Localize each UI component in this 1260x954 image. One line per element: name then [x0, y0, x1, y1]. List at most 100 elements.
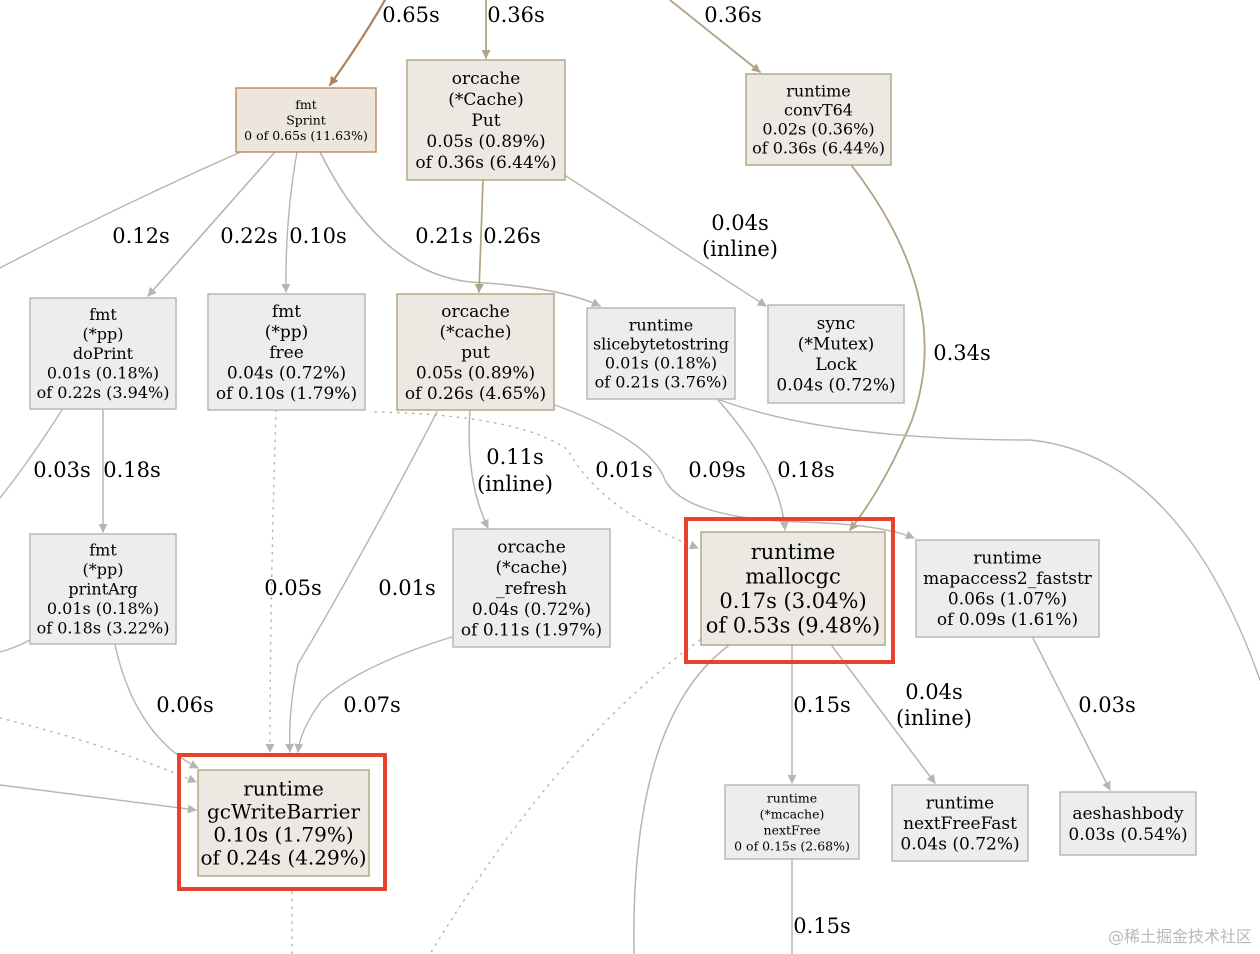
node-text-line: of 0.22s (3.94%) — [37, 383, 170, 402]
highlight-box-mallocgc — [684, 517, 895, 664]
edge-label-sprint-offscreen: 0.12s — [112, 224, 170, 248]
node-text-line: of 0.21s (3.76%) — [595, 373, 728, 392]
node-text-line: Lock — [815, 355, 857, 375]
edge-label-cacheput-lock-1: 0.04s — [711, 211, 769, 235]
node-text-line: 0.01s (0.18%) — [47, 599, 159, 618]
edge-put-mapaccess — [554, 404, 915, 540]
edge-cacheput-lock — [565, 175, 767, 307]
node-text-line: put — [461, 343, 490, 363]
node-text-line: runtime — [243, 777, 324, 801]
node-text-line: nextFreeFast — [903, 814, 1017, 834]
edge-label-mallocgc-nextfree: 0.15s — [793, 693, 851, 717]
node-text-line: 0.05s (0.89%) — [426, 132, 545, 152]
edge-label-nextfree-offscreen: 0.15s — [793, 914, 851, 938]
edge-label-mallocgc-nextfreefast-1: 0.04s — [905, 680, 963, 704]
node-text-line: 0.04s (0.72%) — [472, 600, 591, 620]
edge-label-printarg-gcwritebarrier: 0.06s — [156, 693, 214, 717]
node-text-line: 0.04s (0.72%) — [900, 835, 1019, 855]
node-text-line: 0.04s (0.72%) — [776, 376, 895, 396]
node-text-line: orcache — [441, 302, 510, 322]
node-text-line: runtime — [926, 794, 994, 814]
node-text-line: aeshashbody — [1072, 804, 1184, 824]
edge-sprint-free — [281, 151, 298, 293]
edge-label-doprint-offscreen: 0.03s — [33, 458, 91, 482]
node-text-line: Put — [471, 111, 500, 131]
node-text-line: 0.02s (0.36%) — [762, 120, 874, 139]
edge-label-convt64-mallocgc: 0.34s — [933, 341, 991, 365]
node-text-line: of 0.36s (6.44%) — [752, 139, 885, 158]
node-text-line: runtime — [786, 82, 850, 101]
edge-label-put-refresh-2: (inline) — [477, 472, 553, 496]
node-text-line: of 0.53s (9.48%) — [706, 614, 880, 638]
node-text-line: mapaccess2_faststr — [923, 569, 1093, 589]
edge-mapaccess-aeshashbody — [1032, 637, 1111, 791]
edge-convt64-mallocgc — [849, 165, 926, 531]
node-text-line: fmt — [89, 305, 117, 324]
highlight-box-gcwritebarrier — [177, 753, 387, 891]
node-text-line: fmt — [272, 302, 301, 322]
edge-label-free-gcwritebarrier: 0.05s — [264, 576, 322, 600]
node-text-line: runtime — [767, 790, 817, 805]
edge-label-put-gcwritebarrier: 0.01s — [378, 576, 436, 600]
node-text-line: (*Mutex) — [798, 335, 875, 355]
node-text-line: _refresh — [496, 579, 567, 599]
edge-refresh-gcwritebarrier — [294, 635, 456, 753]
edge-label-cacheput-lock-2: (inline) — [702, 237, 778, 261]
node-text-line: of 0.10s (1.79%) — [216, 384, 357, 404]
node-text-line: orcache — [497, 537, 566, 557]
edge-put-gcwritebarrier — [285, 411, 438, 753]
node-text-line: (*pp) — [83, 325, 124, 344]
node-text-line: 0.06s (1.07%) — [948, 590, 1067, 610]
node-text-line: (*cache) — [496, 558, 568, 578]
edge-mallocgc-offscreen-dotted — [429, 639, 701, 954]
edge-label-put-mapaccess: 0.09s — [688, 458, 746, 482]
node-text-line: of 0.18s (3.22%) — [37, 619, 170, 638]
edge-label-sprint-slicebytetostring: 0.21s — [415, 224, 473, 248]
node-text-line: runtime — [751, 540, 836, 564]
node-text-line: of 0.36s (6.44%) — [415, 153, 556, 173]
edge-label-to-cache-put: 0.36s — [487, 3, 545, 27]
edge-label-put-mallocgc-dotted: 0.01s — [595, 458, 653, 482]
node-text-line: doPrint — [73, 344, 134, 363]
edge-printarg-gcwritebarrier — [114, 644, 199, 769]
node-text-line: mallocgc — [745, 565, 840, 589]
watermark: @稀土掘金技术社区 — [1108, 927, 1252, 946]
node-text-line: runtime — [629, 316, 693, 335]
node-text-line: 0 of 0.65s (11.63%) — [244, 128, 368, 143]
edge-label-mallocgc-nextfreefast-2: (inline) — [896, 706, 972, 730]
edge-sprint-offscreen — [0, 149, 246, 269]
edge-label-sprint-free: 0.10s — [289, 224, 347, 248]
node-text-line: gcWriteBarrier — [207, 800, 360, 824]
edge-to-convt64 — [669, 0, 761, 73]
edge-doprint-offscreen — [0, 409, 63, 499]
edge-printarg-offscreen — [0, 639, 31, 653]
node-text-line: slicebytetostring — [593, 335, 729, 354]
edge-sprint-slicebytetostring — [319, 151, 601, 307]
edge-offscreen-gcwritebarrier — [0, 784, 197, 814]
edge-label-slicebytetostring-mallocgc: 0.18s — [777, 458, 835, 482]
edge-offscreen-gcwritebarrier-dotted — [0, 717, 197, 783]
node-text-line: free — [269, 343, 304, 363]
node-text-line: 0.03s (0.54%) — [1068, 825, 1187, 845]
node-text-line: of 0.09s (1.61%) — [937, 610, 1078, 630]
node-text-line: 0 of 0.15s (2.68%) — [734, 838, 850, 853]
edge-label-sprint-doprint: 0.22s — [220, 224, 278, 248]
